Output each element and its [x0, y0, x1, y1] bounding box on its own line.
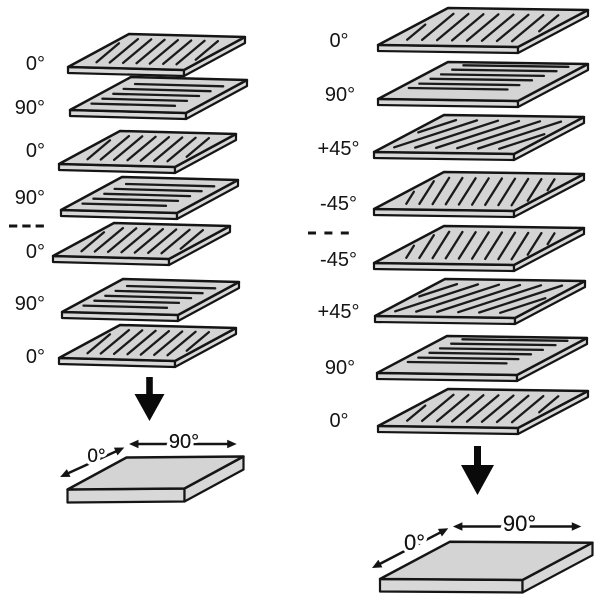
svg-text:90°: 90° — [15, 293, 45, 315]
svg-text:0°: 0° — [26, 140, 45, 162]
svg-text:90°: 90° — [325, 84, 355, 106]
svg-text:90°: 90° — [503, 511, 536, 536]
svg-text:90°: 90° — [503, 511, 536, 536]
svg-text:90°: 90° — [169, 431, 199, 453]
svg-text:90°: 90° — [169, 431, 199, 453]
svg-text:90°: 90° — [15, 97, 45, 119]
svg-text:0°: 0° — [404, 530, 425, 555]
svg-text:0°: 0° — [87, 446, 105, 467]
svg-text:90°: 90° — [325, 357, 355, 379]
svg-text:0°: 0° — [329, 30, 348, 52]
svg-text:0°: 0° — [26, 346, 45, 368]
svg-text:0°: 0° — [87, 446, 105, 467]
svg-text:90°: 90° — [15, 187, 45, 209]
svg-text:0°: 0° — [26, 53, 45, 75]
svg-text:+45°: +45° — [318, 301, 360, 323]
svg-text:-45°: -45° — [320, 193, 357, 215]
svg-text:+45°: +45° — [318, 138, 360, 160]
svg-text:0°: 0° — [26, 241, 45, 263]
svg-text:-45°: -45° — [320, 249, 357, 271]
svg-text:0°: 0° — [404, 530, 425, 555]
svg-text:0°: 0° — [329, 410, 348, 432]
